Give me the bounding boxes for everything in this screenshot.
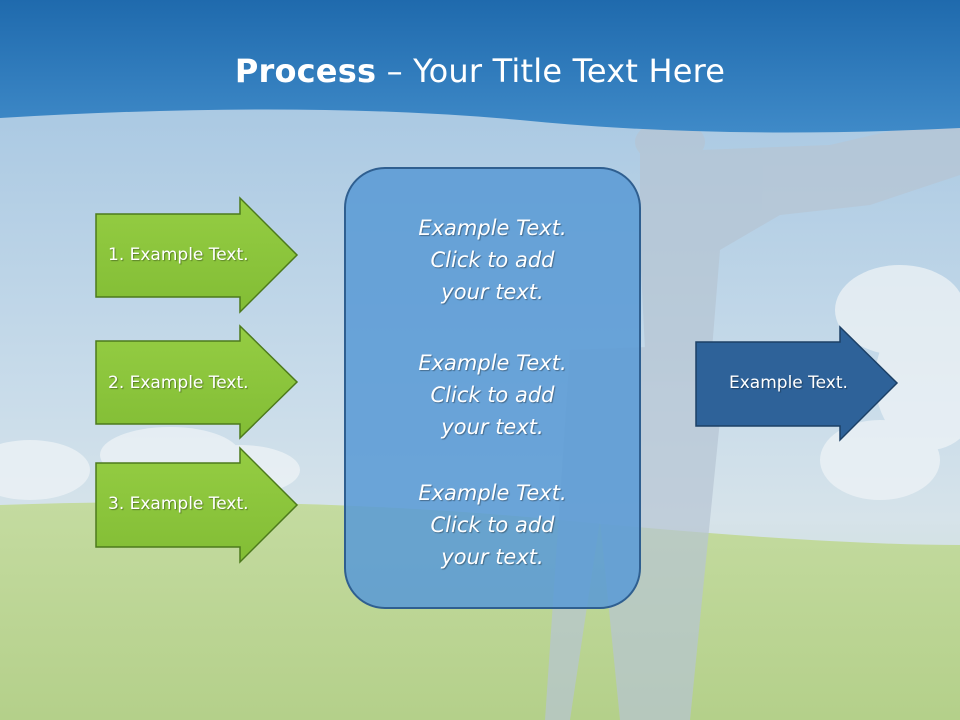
right-arrow-shape bbox=[695, 325, 899, 442]
title-rest: – Your Title Text Here bbox=[376, 52, 726, 90]
center-text-line: your text. bbox=[441, 545, 544, 569]
center-text-line: Example Text. bbox=[418, 481, 567, 505]
arrow-label-2[interactable]: 2. Example Text. bbox=[108, 373, 249, 393]
arrow-3-shape bbox=[95, 446, 299, 564]
center-text-line: Click to add bbox=[430, 248, 555, 272]
center-text-line: Example Text. bbox=[418, 216, 567, 240]
title-bold: Process bbox=[234, 52, 377, 90]
center-text-block-2[interactable]: Example Text. Click to add your text. bbox=[345, 347, 640, 443]
center-text-line: Example Text. bbox=[418, 351, 567, 375]
arrow-label-1[interactable]: 1. Example Text. bbox=[108, 245, 249, 265]
center-box-shape bbox=[344, 167, 641, 609]
center-text-line: Click to add bbox=[430, 383, 555, 407]
center-text-line: your text. bbox=[441, 280, 544, 304]
arrow-2-shape bbox=[95, 324, 299, 440]
center-text-block-3[interactable]: Example Text. Click to add your text. bbox=[345, 477, 640, 573]
slide-title[interactable]: Process – Your Title Text Here bbox=[0, 52, 960, 90]
center-text-line: Click to add bbox=[430, 513, 555, 537]
left-arrow-shapes bbox=[95, 196, 299, 564]
arrow-label-3[interactable]: 3. Example Text. bbox=[108, 494, 249, 514]
center-text-line: your text. bbox=[441, 415, 544, 439]
right-arrow-label[interactable]: Example Text. bbox=[729, 373, 848, 393]
arrow-1-shape bbox=[95, 196, 299, 314]
center-text-block-1[interactable]: Example Text. Click to add your text. bbox=[345, 212, 640, 308]
